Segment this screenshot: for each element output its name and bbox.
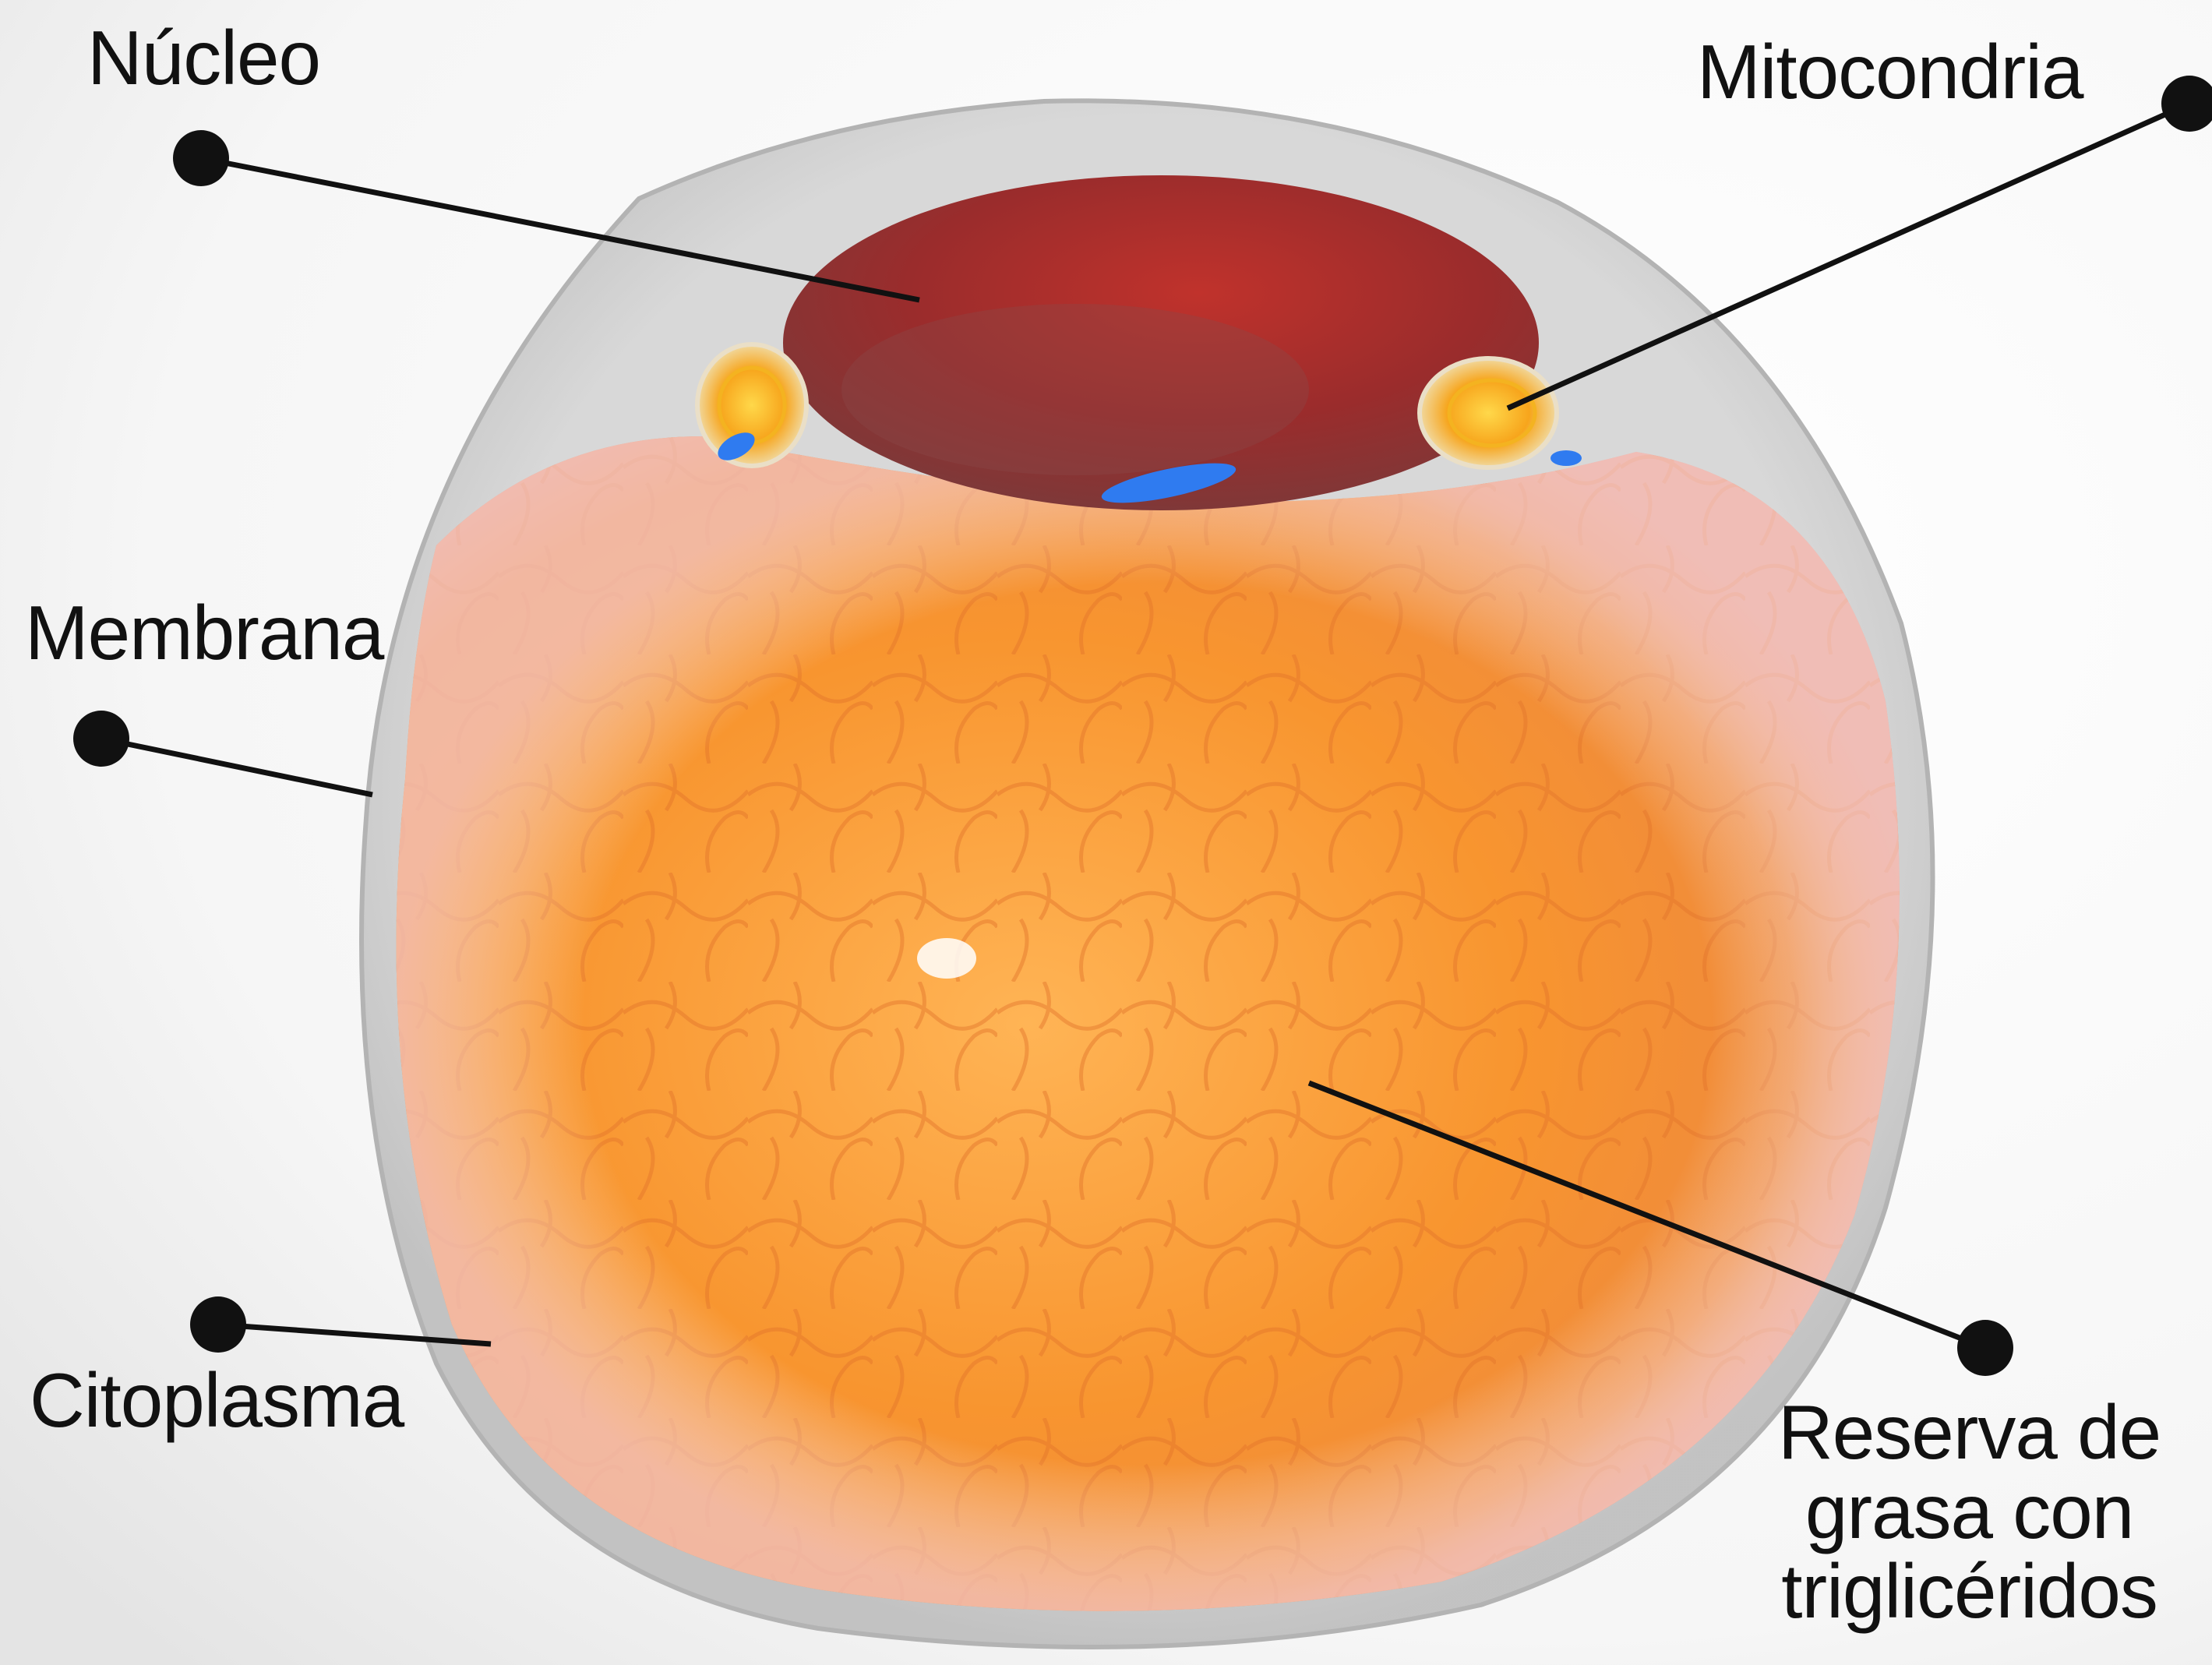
label-reserva-grasa: Reserva de grasa con triglicéridos	[1778, 1393, 2161, 1631]
label-nucleo: Núcleo	[87, 17, 320, 100]
dot-membrana	[73, 711, 129, 767]
label-reserva-line3: triglicéridos	[1778, 1552, 2161, 1631]
mitochondrion-left	[697, 344, 806, 466]
label-citoplasma: Citoplasma	[30, 1360, 404, 1442]
dot-nucleo	[173, 130, 229, 186]
nucleus-shade	[841, 304, 1309, 475]
label-membrana: Membrana	[25, 592, 383, 675]
label-mitocondria: Mitocondria	[1697, 31, 2083, 114]
label-reserva-line1: Reserva de	[1778, 1393, 2161, 1473]
fat-rim	[397, 436, 1900, 1611]
fat-highlight	[917, 938, 976, 979]
dot-citoplasma	[190, 1296, 246, 1353]
dot-reserva	[1957, 1320, 2013, 1376]
label-reserva-line2: grasa con	[1778, 1473, 2161, 1552]
